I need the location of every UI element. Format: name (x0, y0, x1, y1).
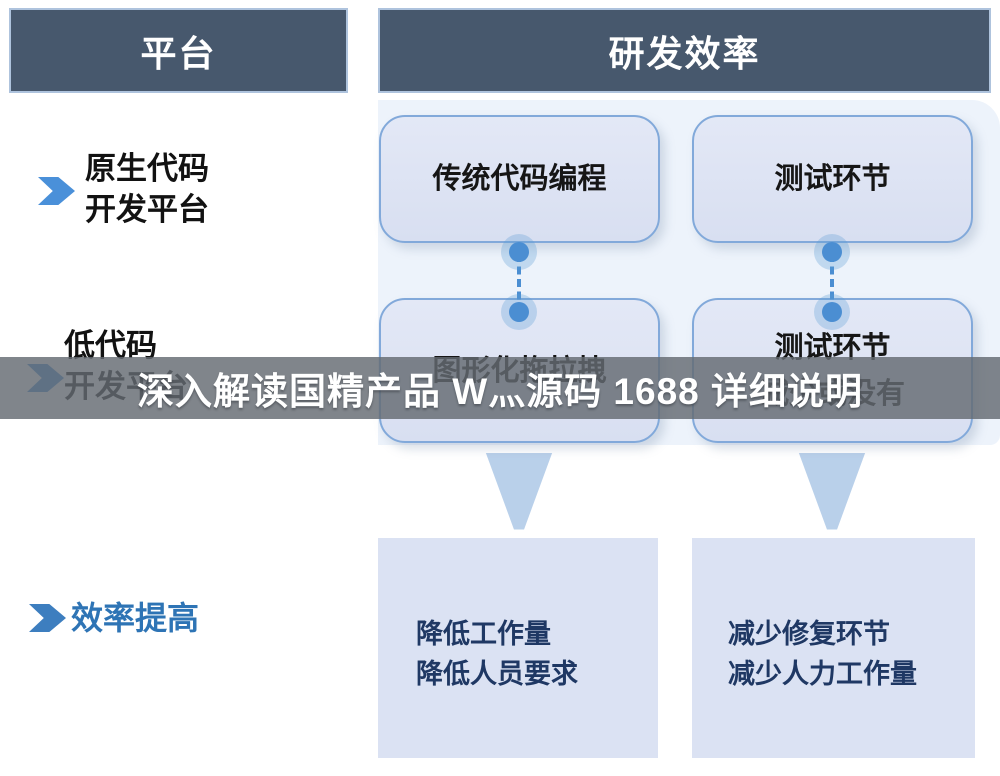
box-result-repair: 减少修复环节 减少人力工作量 (692, 538, 975, 758)
connector-dot-core (822, 302, 842, 322)
chevron-right-icon (29, 604, 66, 632)
dashed-connector (830, 254, 834, 312)
box-result-workload: 降低工作量 降低人员要求 (378, 538, 658, 758)
watermark-banner: 深入解读国精产品 W灬源码 1688 详细说明 (0, 357, 1000, 419)
connector-dot-core (509, 242, 529, 262)
connector-dot-core (509, 302, 529, 322)
result-left-line1: 降低工作量 (416, 619, 551, 649)
down-arrow-icon (485, 453, 553, 530)
box-test-phase-top-label: 测试环节 (774, 163, 891, 195)
result-left-line2: 降低人员要求 (416, 659, 578, 689)
connector-dot-icon (814, 294, 850, 330)
connector-dot-icon (501, 234, 537, 270)
header-platform-label: 平台 (140, 32, 217, 74)
result-right-line2: 减少人力工作量 (728, 659, 917, 689)
label-native-line1: 原生代码 (85, 151, 209, 186)
watermark-text: 深入解读国精产品 W灬源码 1688 详细说明 (136, 371, 864, 412)
header-efficiency-label: 研发效率 (608, 32, 761, 74)
header-platform: 平台 (9, 8, 348, 93)
box-traditional-coding: 传统代码编程 (379, 115, 660, 243)
result-right-line1: 减少修复环节 (728, 619, 890, 649)
label-native-line2: 开发平台 (85, 192, 209, 227)
label-efficiency-gain-text: 效率提高 (71, 600, 200, 636)
down-arrow-icon (798, 453, 866, 530)
box-traditional-coding-label: 传统代码编程 (432, 163, 607, 195)
dashed-connector (517, 254, 521, 312)
label-native-code-platform: 原生代码 开发平台 (85, 148, 209, 230)
connector-dot-icon (501, 294, 537, 330)
connector-dot-core (822, 242, 842, 262)
connector-dot-icon (814, 234, 850, 270)
box-test-phase-top: 测试环节 (692, 115, 973, 243)
chevron-right-icon (38, 177, 75, 205)
header-efficiency: 研发效率 (378, 8, 991, 93)
label-efficiency-gain: 效率提高 (71, 599, 199, 637)
